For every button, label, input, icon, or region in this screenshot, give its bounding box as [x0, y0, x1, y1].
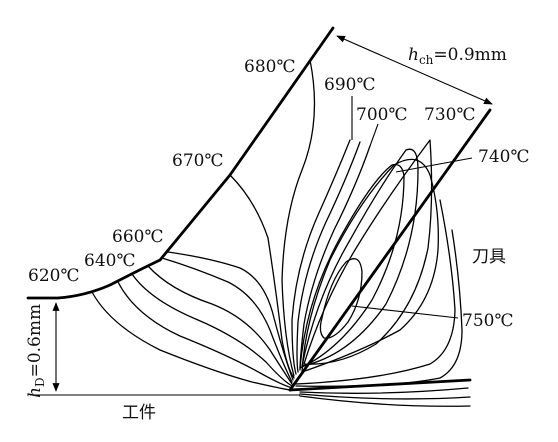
isotherm-660 [161, 257, 293, 383]
label-640: 640℃ [84, 251, 135, 271]
dimensions: hch=0.9mm hD=0.6mm 刀具 工件 [25, 35, 507, 423]
isotherm-720 [299, 163, 405, 369]
label-740: 740℃ [478, 147, 529, 167]
isotherm-640b [131, 273, 293, 387]
hd-label: hD=0.6mm [25, 304, 47, 398]
isotherm-620 [91, 291, 291, 391]
isotherm-tool-2 [295, 229, 463, 387]
temperature-labels: 620℃ 640℃ 660℃ 670℃ 680℃ 690℃ 700℃ 730℃ … [28, 57, 529, 331]
label-730: 730℃ [424, 105, 475, 125]
isotherm-680 [281, 59, 316, 377]
tool-rake-face [288, 108, 492, 392]
label-620: 620℃ [28, 266, 79, 286]
isotherm-670 [229, 174, 295, 379]
isotherm-740 [301, 158, 439, 373]
isotherm-700 [299, 145, 371, 371]
label-750: 750℃ [462, 311, 513, 331]
isotherm-lower-2 [299, 393, 471, 400]
isotherm-665 [167, 251, 294, 381]
structure [26, 26, 492, 396]
isotherm-735 [303, 139, 433, 365]
isotherm-tool-1 [295, 199, 456, 385]
hch-label: hch=0.9mm [408, 45, 507, 67]
label-680: 680℃ [244, 57, 295, 77]
workpiece-surface [26, 258, 162, 300]
tool-label: 刀具 [472, 247, 506, 267]
label-670: 670℃ [172, 151, 223, 171]
isotherm-690 [291, 139, 351, 375]
leader-750 [351, 305, 459, 319]
isotherm-730 [301, 148, 419, 367]
leader-lines [351, 96, 473, 319]
workpiece-label: 工件 [122, 403, 156, 423]
isotherm-lower-1 [299, 387, 469, 394]
isotherm-750 [319, 258, 363, 339]
isotherm-695 [296, 141, 361, 373]
isotherm-curves [91, 59, 471, 407]
label-660: 660℃ [112, 227, 163, 247]
label-700: 700℃ [356, 105, 407, 125]
label-690: 690℃ [324, 75, 375, 95]
isotherm-650 [147, 265, 293, 385]
isotherm-lower-3 [299, 395, 471, 407]
hch-dimension-line [336, 35, 493, 105]
isotherm-640 [117, 281, 293, 389]
leader-700 [369, 123, 379, 147]
leader-740 [395, 157, 473, 173]
